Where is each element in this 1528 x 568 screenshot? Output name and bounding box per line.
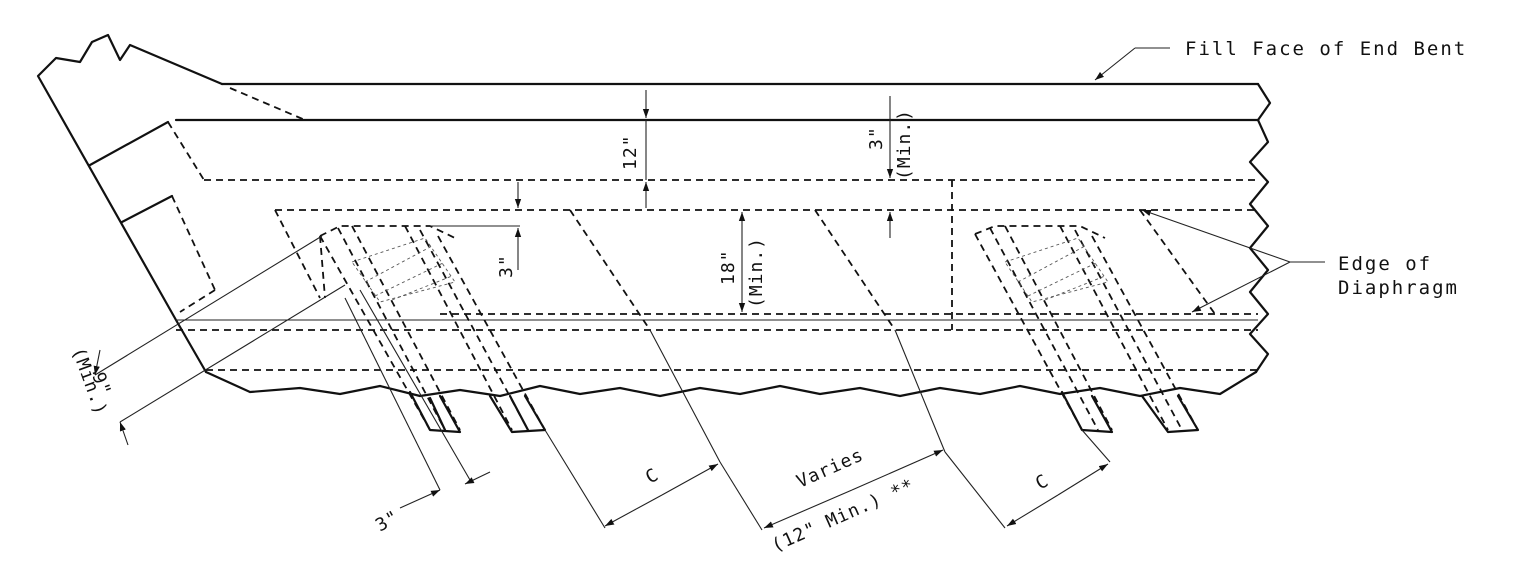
dim-c-right: C xyxy=(944,429,1111,529)
dim-3-bottom-label: 3" xyxy=(372,506,403,536)
hidden-lines xyxy=(167,87,1258,371)
edge-label-line1: Edge of xyxy=(1338,253,1432,275)
fill-face-callout: Fill Face of End Bent xyxy=(1094,38,1467,81)
fill-face-label: Fill Face of End Bent xyxy=(1185,38,1467,60)
dim-c-left-label: C xyxy=(642,464,663,488)
dim-c-right-label: C xyxy=(1032,470,1053,494)
dim-3-min-top: 3" (Min.) xyxy=(866,96,915,238)
dim-3-bottom: 3" xyxy=(344,289,491,536)
girder-left xyxy=(319,225,547,434)
dim-3-top-value: 3" xyxy=(866,126,887,150)
cap-outline xyxy=(36,33,1272,398)
dim-18-min: 18" (Min.) xyxy=(718,212,767,312)
dim-12-label: 12" xyxy=(620,134,641,170)
dim-18-note: (Min.) xyxy=(746,237,767,308)
dim-3-mid-label: 3" xyxy=(496,254,517,278)
dim-3-top-note: (Min.) xyxy=(894,109,915,180)
dim-varies-note: (12" Min.) ** xyxy=(768,475,917,557)
dim-c-left: C xyxy=(544,329,721,529)
dim-3-mid: 3" xyxy=(430,182,522,278)
edge-label-line2: Diaphragm xyxy=(1338,277,1459,299)
dim-12-top: 12" xyxy=(620,90,650,208)
edge-of-diaphragm-callout: Edge of Diaphragm xyxy=(1141,209,1459,313)
girder-right xyxy=(974,225,1200,434)
dim-varies: Varies (12" Min.) ** xyxy=(719,329,946,557)
dim-varies-label: Varies xyxy=(793,444,866,492)
dim-18-value: 18" xyxy=(718,249,739,285)
